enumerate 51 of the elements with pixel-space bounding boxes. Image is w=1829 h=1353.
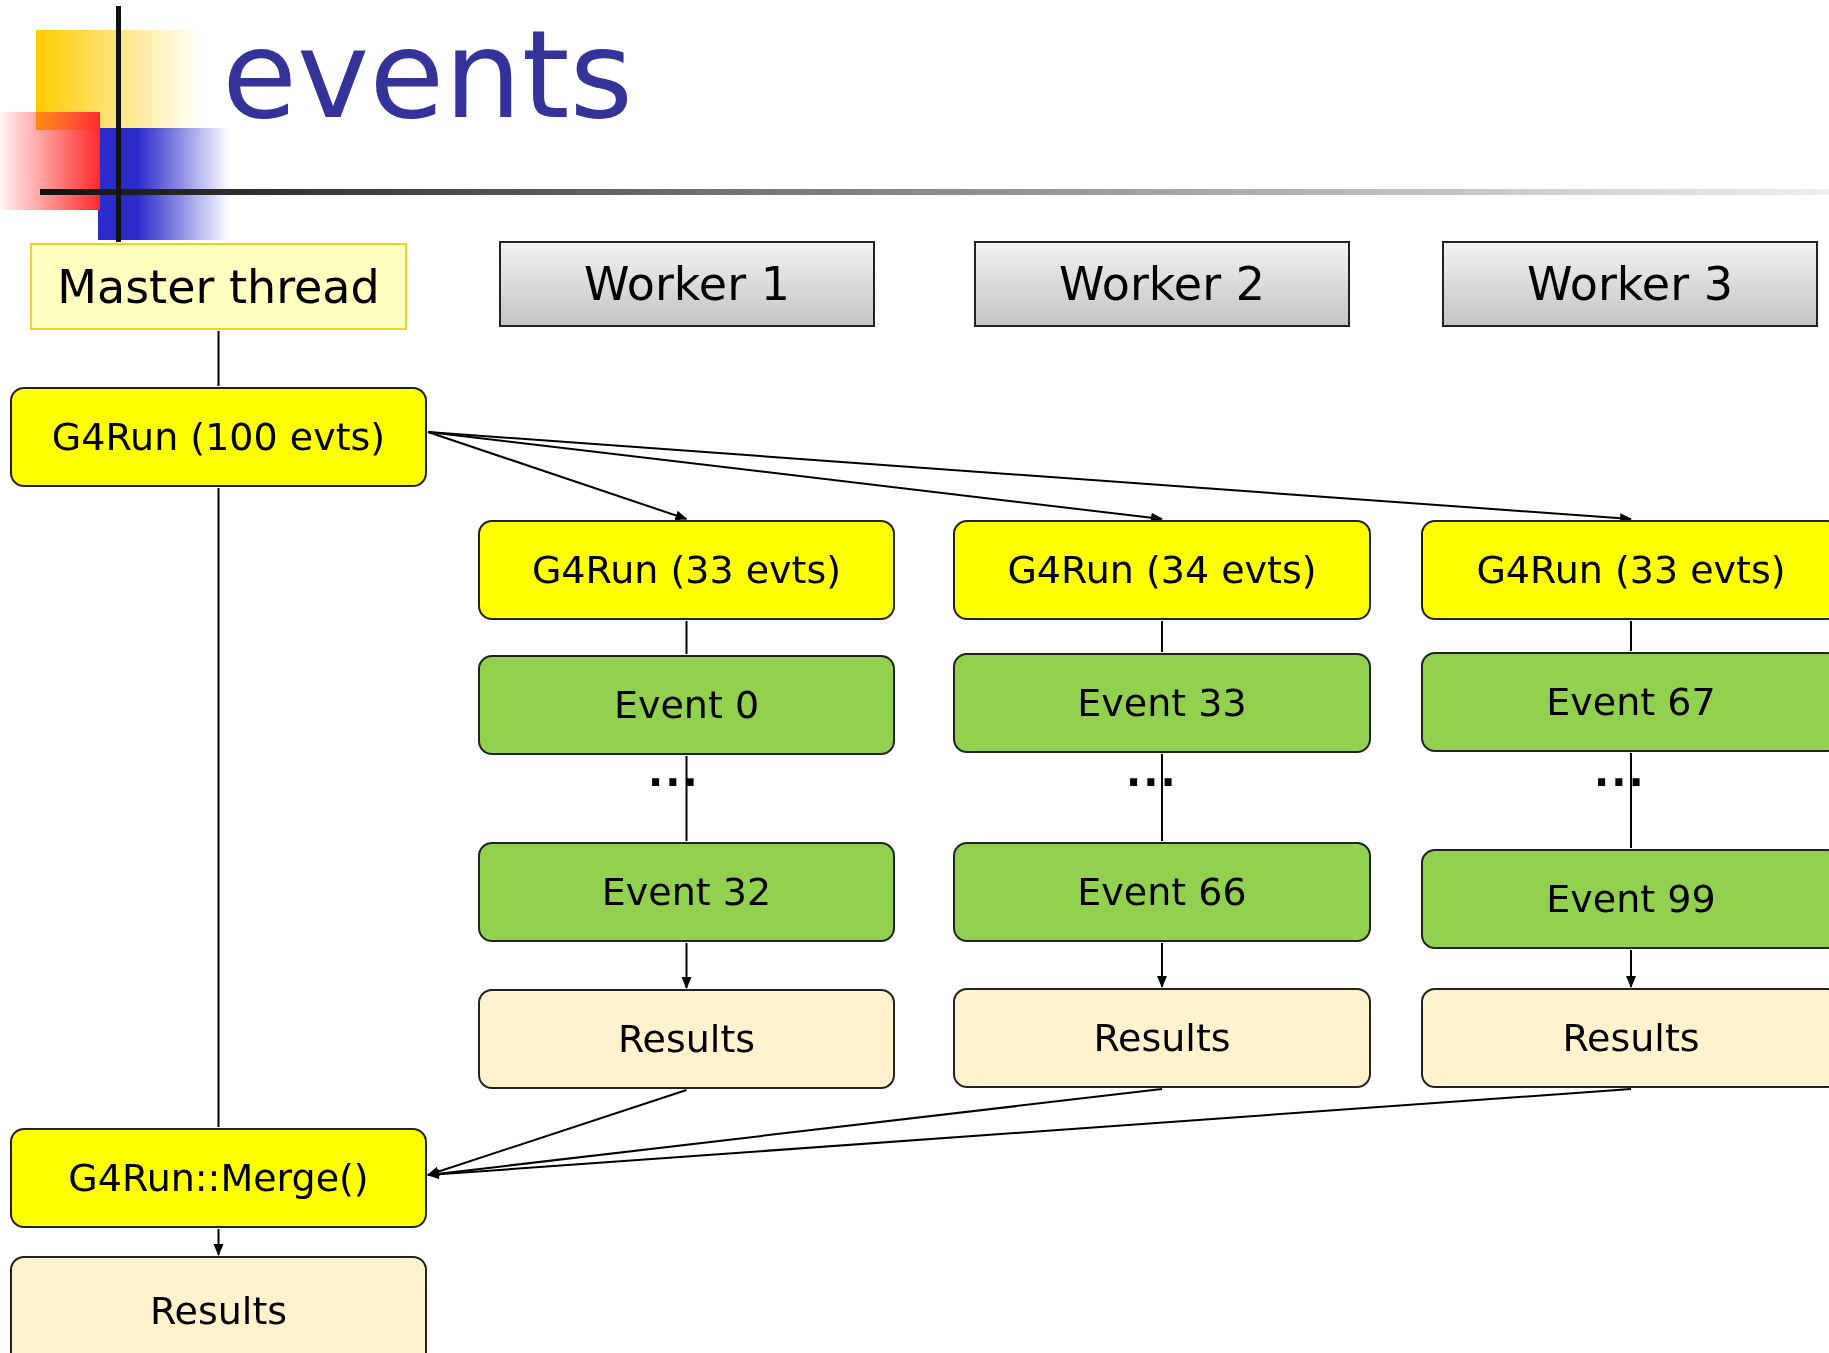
node-label: Results (617, 1017, 756, 1061)
run-box (953, 520, 1371, 620)
node-label: Worker 3 (1527, 257, 1733, 311)
event-box (1421, 652, 1829, 752)
results-box (1421, 988, 1829, 1088)
node-label: Worker 2 (1059, 257, 1265, 311)
merge-box (10, 1128, 427, 1228)
node-label: G4Run (100 evts) (51, 415, 386, 459)
run-box (1421, 520, 1829, 620)
slide-title: events (222, 8, 634, 143)
arrow (213, 1228, 224, 1256)
node-label: G4Run::Merge() (68, 1156, 369, 1200)
arrow (681, 942, 692, 989)
arrow (1157, 942, 1167, 988)
node-label: Event 66 (1077, 870, 1247, 914)
event-box (953, 653, 1371, 753)
node-label: Event 67 (1546, 680, 1716, 724)
connector-line (685, 620, 688, 655)
arrow (427, 431, 688, 521)
node-label: Results (1562, 1016, 1700, 1060)
thread-header (499, 241, 875, 327)
connector-line (217, 487, 220, 1128)
node-label: G4Run (33 evts) (531, 548, 842, 592)
event-box (478, 655, 895, 755)
thread-header (1442, 241, 1818, 327)
thread-header (30, 243, 407, 330)
thread-header (974, 241, 1350, 327)
run-box (478, 520, 895, 620)
node-label: Results (149, 1289, 288, 1333)
node-label: Event 0 (613, 683, 760, 727)
node-label: Event 32 (601, 870, 772, 914)
event-box (478, 842, 895, 942)
node-label: Worker 1 (584, 257, 790, 311)
results-box (10, 1256, 427, 1353)
run-box (10, 387, 427, 487)
connector-line (217, 330, 220, 387)
node-label: G4Run (33 evts) (1476, 548, 1786, 592)
arrow (427, 1089, 688, 1177)
node-label: Master thread (57, 259, 380, 314)
arrow (427, 1088, 1632, 1180)
connector-line (1161, 620, 1163, 653)
node-label: Event 99 (1546, 877, 1716, 921)
node-label: G4Run (34 evts) (1007, 548, 1317, 592)
event-box (953, 842, 1371, 942)
connector-line (1630, 620, 1632, 652)
node-label: Event 33 (1077, 681, 1247, 725)
results-box (478, 989, 895, 1089)
arrow (1626, 949, 1636, 988)
results-box (953, 988, 1371, 1088)
node-label: Results (1093, 1016, 1231, 1060)
event-box (1421, 849, 1829, 949)
